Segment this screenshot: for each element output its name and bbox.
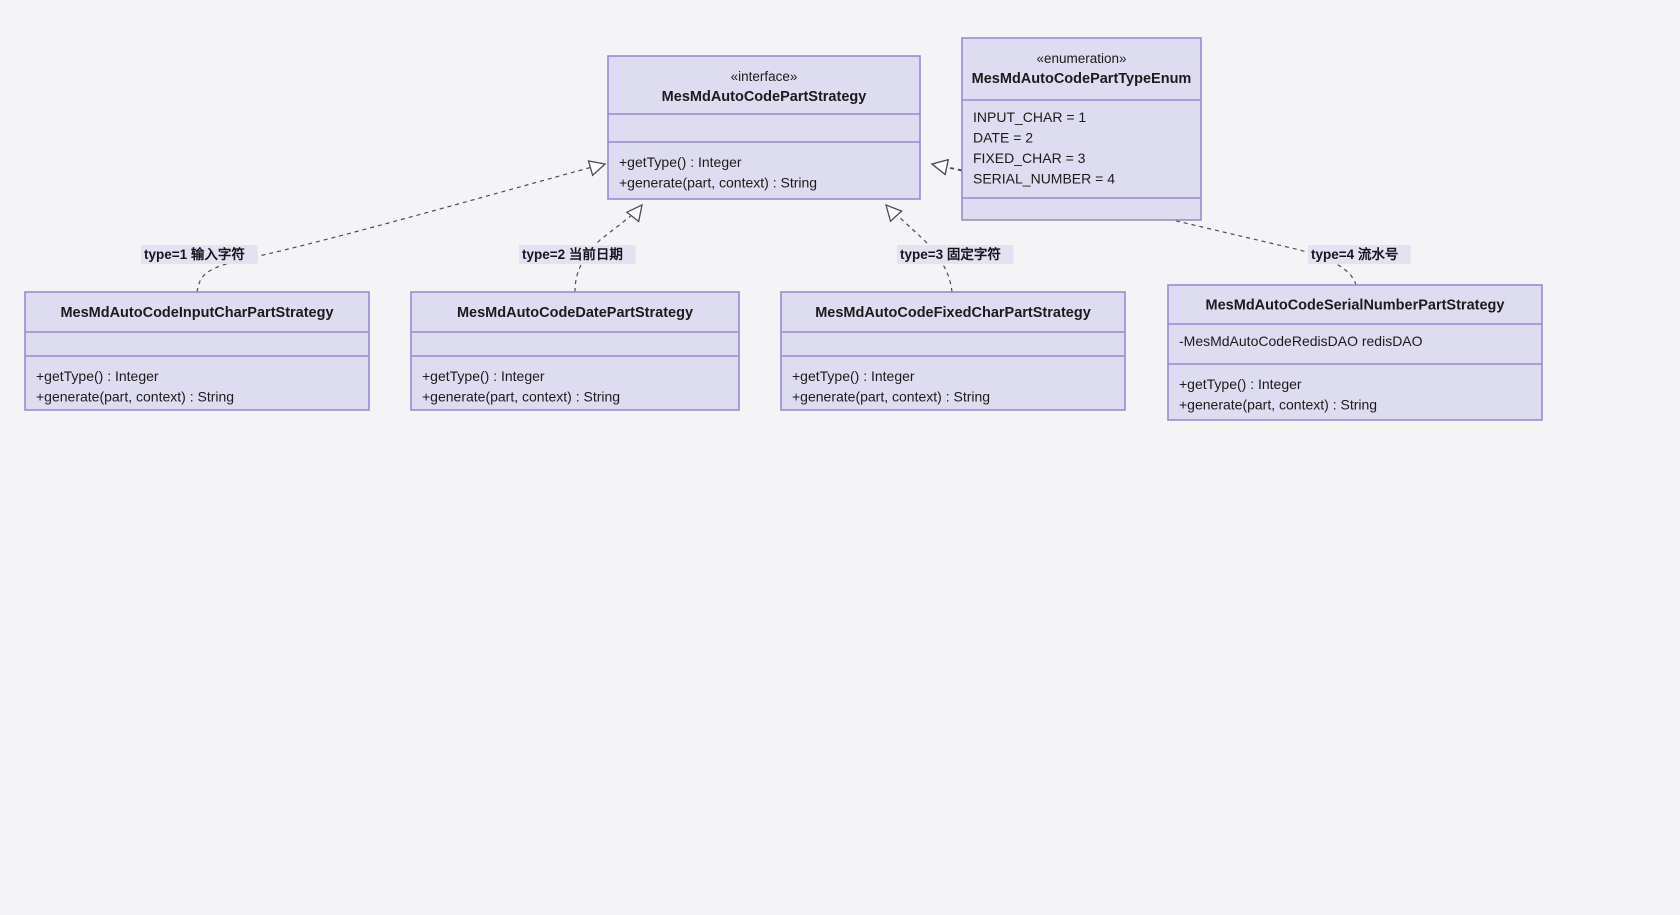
class-name: MesMdAutoCodePartTypeEnum <box>972 71 1192 87</box>
class-box[interactable] <box>24 291 370 411</box>
class-attribute: -MesMdAutoCodeRedisDAO redisDAO <box>1179 333 1423 349</box>
class-operation: +getType() : Integer <box>422 368 545 384</box>
class-operation: +generate(part, context) : String <box>422 389 620 405</box>
class-operation: +getType() : Integer <box>36 368 159 384</box>
nodes-layer: «interface» MesMdAutoCodePartStrategy +get… <box>24 37 1543 421</box>
edge-labels-layer: type=1 输入字符 type=2 当前日期 type=3 固定字符 type=4 … <box>141 245 1411 264</box>
class-attribute: SERIAL_NUMBER = 4 <box>973 171 1115 187</box>
class-operation: +generate(part, context) : String <box>36 389 234 405</box>
class-stereotype: «enumeration» <box>1036 51 1126 66</box>
class-attribute: FIXED_CHAR = 3 <box>973 150 1086 166</box>
class-node-input-char[interactable]: MesMdAutoCodeInputCharPartStrategy +getTy… <box>24 291 370 411</box>
edge-label: type=2 当前日期 <box>522 246 623 262</box>
edge-label-group-edge-fixed-char: type=3 固定字符 <box>897 245 1014 264</box>
edge-edge-date[interactable] <box>574 200 648 293</box>
edge-label-group-edge-date: type=2 当前日期 <box>519 245 636 264</box>
realization-arrowhead <box>587 160 607 177</box>
edge-label-group-edge-input-char: type=1 输入字符 <box>141 245 258 264</box>
edge-line[interactable] <box>196 165 597 293</box>
edge-edge-input-char[interactable] <box>196 157 607 293</box>
edges-layer <box>196 157 1357 293</box>
edge-line[interactable] <box>574 207 641 293</box>
class-attribute: DATE = 2 <box>973 130 1033 146</box>
class-name: MesMdAutoCodeSerialNumberPartStrategy <box>1206 298 1505 314</box>
class-operation: +getType() : Integer <box>1179 376 1302 392</box>
edge-label-background <box>519 245 636 264</box>
edge-label-background <box>141 245 258 264</box>
class-node-serial-number[interactable]: MesMdAutoCodeSerialNumberPartStrategy -Me… <box>1167 284 1543 421</box>
class-operation: +generate(part, context) : String <box>792 389 990 405</box>
class-operation: +getType() : Integer <box>792 368 915 384</box>
class-name: MesMdAutoCodeFixedCharPartStrategy <box>815 305 1091 321</box>
class-stereotype: «interface» <box>731 69 798 84</box>
class-box[interactable] <box>780 291 1126 411</box>
class-box[interactable] <box>607 55 921 200</box>
realization-arrowhead <box>885 203 903 223</box>
class-name: MesMdAutoCodeDatePartStrategy <box>457 305 693 321</box>
class-name: MesMdAutoCodePartStrategy <box>662 89 867 105</box>
edge-label: type=4 流水号 <box>1311 246 1398 262</box>
class-box[interactable] <box>410 291 740 411</box>
class-node-date[interactable]: MesMdAutoCodeDatePartStrategy +getType() … <box>410 291 740 411</box>
edge-edge-enum-interface[interactable] <box>930 157 963 176</box>
class-name: MesMdAutoCodeInputCharPartStrategy <box>60 305 333 321</box>
class-node-enumeration[interactable]: «enumeration» MesMdAutoCodePartTypeEnumIN… <box>961 37 1202 221</box>
edge-label-group-edge-serial-number: type=4 流水号 <box>1308 245 1411 264</box>
class-node-fixed-char[interactable]: MesMdAutoCodeFixedCharPartStrategy +getTy… <box>780 291 1126 411</box>
edge-label-background <box>1308 245 1411 264</box>
edge-line[interactable] <box>939 165 1357 286</box>
edge-label: type=3 固定字符 <box>900 246 1001 262</box>
realization-arrowhead <box>930 158 950 176</box>
edge-label: type=1 输入字符 <box>144 246 245 262</box>
class-box[interactable] <box>961 37 1202 221</box>
class-attribute: INPUT_CHAR = 1 <box>973 109 1086 125</box>
class-operation: +generate(part, context) : String <box>1179 397 1377 413</box>
edge-edge-fixed-char[interactable] <box>880 200 953 293</box>
class-box[interactable] <box>1167 284 1543 421</box>
class-operation: +generate(part, context) : String <box>619 175 817 191</box>
class-operation: +getType() : Integer <box>619 154 742 170</box>
edge-label-background <box>897 245 1014 264</box>
realization-arrowhead <box>625 203 643 223</box>
class-node-interface[interactable]: «interface» MesMdAutoCodePartStrategy +get… <box>607 55 921 200</box>
